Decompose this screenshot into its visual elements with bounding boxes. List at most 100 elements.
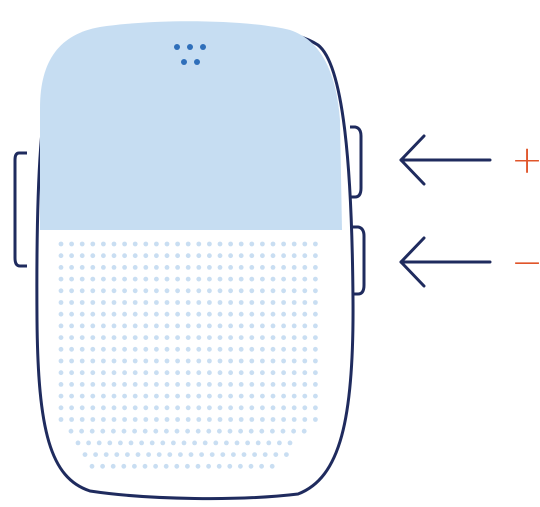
grille-hole <box>121 428 127 434</box>
grille-hole <box>58 288 64 294</box>
grille-hole <box>90 346 96 352</box>
grille-hole <box>164 323 170 329</box>
grille-hole <box>270 311 276 317</box>
volume-up-button[interactable] <box>350 125 363 199</box>
grille-hole <box>122 382 127 387</box>
grille-hole <box>270 265 276 270</box>
grille-hole <box>302 346 308 352</box>
grille-hole <box>270 253 276 259</box>
grille-hole <box>270 370 276 376</box>
grille-hole <box>196 405 202 411</box>
grille-hole <box>96 440 102 446</box>
left-side-button[interactable] <box>13 151 27 268</box>
grille-hole <box>207 358 212 364</box>
grille-hole <box>68 428 74 434</box>
grille-hole <box>260 311 265 317</box>
grille-hole <box>185 241 191 247</box>
grille-hole <box>231 452 236 457</box>
grille-hole <box>302 323 308 329</box>
grille-hole <box>154 265 159 270</box>
grille-hole <box>185 323 191 329</box>
grille-hole <box>69 265 74 270</box>
grille-hole <box>291 241 297 247</box>
grille-hole <box>178 452 183 457</box>
grille-hole <box>175 300 181 305</box>
grille-hole <box>154 241 159 247</box>
grille-hole <box>111 311 117 317</box>
grille-hole <box>79 276 85 282</box>
grille-hole <box>79 335 85 340</box>
grille-hole <box>207 241 212 247</box>
grille-hole <box>143 335 149 340</box>
grille-hole <box>79 393 85 399</box>
grille-hole <box>143 311 149 317</box>
volume-down-button[interactable] <box>352 225 366 296</box>
grille-hole <box>245 440 251 446</box>
grille-hole <box>154 358 159 364</box>
grille-hole <box>175 393 181 399</box>
grille-hole <box>269 463 275 469</box>
grille-hole <box>207 382 212 387</box>
grille-hole <box>164 417 170 422</box>
grille-hole <box>196 276 202 282</box>
grille-hole <box>185 311 191 317</box>
arrow-left-icon <box>399 236 492 288</box>
grille-hole <box>175 323 181 329</box>
grille-hole <box>228 382 234 387</box>
grille-hole <box>93 452 98 457</box>
grille-hole <box>58 276 64 282</box>
grille-hole <box>266 440 272 446</box>
grille-hole <box>196 311 202 317</box>
grille-hole <box>90 335 96 340</box>
grille-hole <box>122 288 127 294</box>
grille-hole <box>122 311 127 317</box>
grille-hole <box>111 417 117 422</box>
grille-hole <box>160 440 166 446</box>
grille-hole <box>90 382 96 387</box>
grille-hole <box>217 405 223 411</box>
grille-hole <box>132 265 138 270</box>
grille-hole <box>164 265 170 270</box>
grille-hole <box>154 323 159 329</box>
grille-hole <box>89 463 95 469</box>
grille-hole <box>79 241 85 247</box>
grille-hole <box>259 463 264 469</box>
grille-hole <box>217 393 223 399</box>
grille-hole <box>90 405 96 411</box>
grille-hole <box>228 276 234 282</box>
grille-hole <box>217 323 223 329</box>
grille-hole <box>101 382 106 387</box>
grille-hole <box>101 265 106 270</box>
grille-hole <box>216 463 222 469</box>
grille-hole <box>280 428 286 434</box>
grille-hole <box>302 370 308 376</box>
grille-hole <box>270 323 276 329</box>
grille-hole <box>185 382 191 387</box>
grille-hole <box>132 393 138 399</box>
grille-hole <box>249 311 255 317</box>
grille-hole <box>207 393 212 399</box>
grille-hole <box>175 288 181 294</box>
grille-hole <box>164 276 170 282</box>
grille-hole <box>217 417 223 422</box>
grille-hole <box>302 405 308 411</box>
grille-hole <box>174 463 180 469</box>
grille-hole <box>291 346 297 352</box>
grille-hole <box>58 300 64 305</box>
grille-hole <box>111 358 117 364</box>
grille-hole <box>291 288 297 294</box>
grille-hole <box>196 265 202 270</box>
grille-hole <box>313 393 318 399</box>
grille-hole <box>238 417 244 422</box>
grille-hole <box>207 405 212 411</box>
grille-hole <box>238 241 244 247</box>
grille-hole <box>58 405 64 411</box>
grille-hole <box>228 346 234 352</box>
grille-hole <box>213 440 219 446</box>
grille-hole <box>248 428 254 434</box>
grille-hole <box>185 335 191 340</box>
grille-hole <box>185 393 191 399</box>
grille-hole <box>69 405 74 411</box>
grille-hole <box>228 265 234 270</box>
grille-hole <box>79 370 85 376</box>
